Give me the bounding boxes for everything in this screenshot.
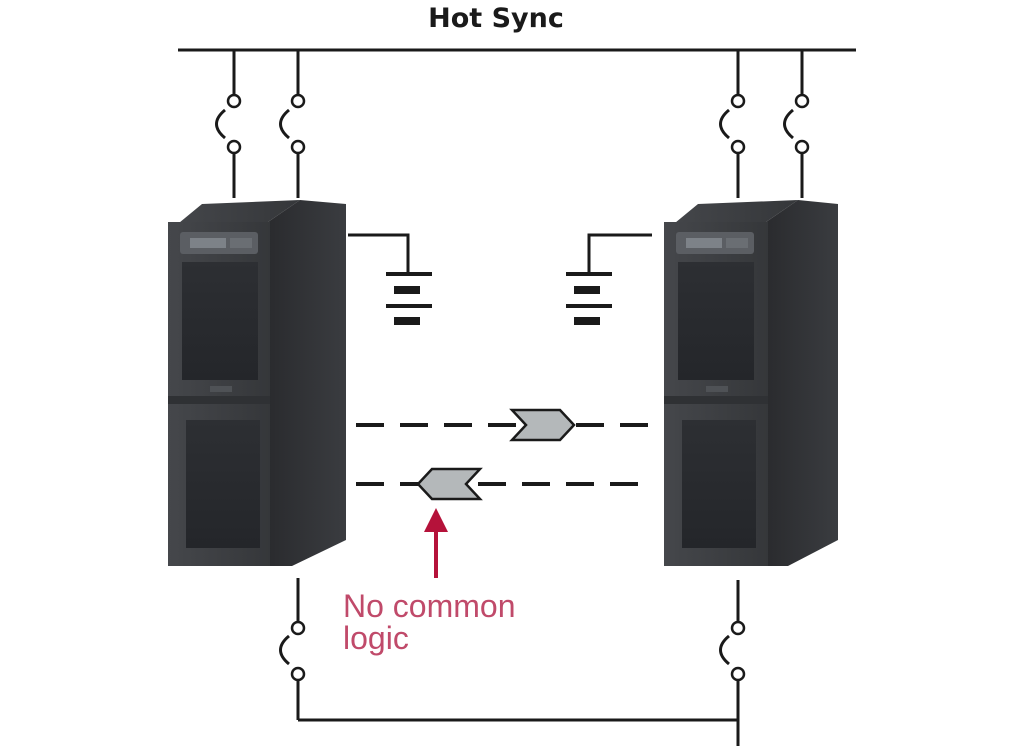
ups-cabinet-right (664, 200, 838, 566)
top-breaker-left-1 (215, 50, 242, 198)
bottom-breaker-right (719, 580, 746, 746)
connector-arrow-right-icon (509, 408, 576, 442)
ups-cabinet-left (168, 200, 346, 566)
diagram-title: Hot Sync (428, 3, 564, 34)
battery-symbol-left (348, 233, 432, 325)
bottom-breaker-left (279, 578, 306, 720)
battery-symbol-right (566, 233, 652, 325)
connector-arrow-left-icon (416, 467, 483, 501)
annotation-line-2: logic (343, 620, 409, 656)
top-breaker-right-1 (719, 50, 746, 198)
top-breaker-left-2 (279, 50, 306, 198)
annotation-arrow (424, 508, 448, 578)
top-breaker-right-2 (783, 50, 810, 198)
annotation-line-1: No common (343, 588, 516, 624)
